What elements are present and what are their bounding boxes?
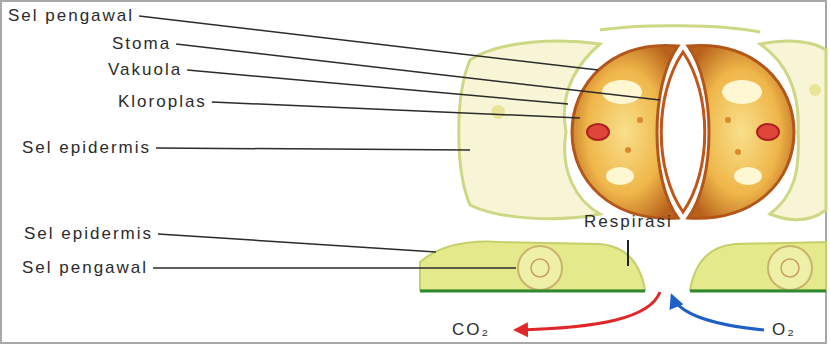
- part-label: Sel epidermis: [22, 138, 151, 158]
- leader-line: [156, 148, 470, 150]
- part-label: Sel pengawal: [8, 6, 134, 26]
- stoma-pore: [661, 52, 705, 212]
- leader-line: [139, 16, 598, 70]
- gas-label: O₂: [772, 320, 796, 340]
- part-label: Sel pengawal: [22, 258, 148, 278]
- gas-label: CO₂: [452, 320, 490, 340]
- leader-line: [176, 44, 660, 100]
- part-label: Vakuola: [108, 60, 182, 80]
- cross-section: [420, 240, 826, 330]
- part-label: Stoma: [112, 34, 171, 54]
- epidermis-cells: [459, 26, 826, 220]
- process-label: Respirasi: [584, 212, 673, 232]
- leader-line: [153, 267, 516, 269]
- respiration-pointer: [627, 240, 629, 266]
- part-label: Sel epidermis: [24, 224, 153, 244]
- part-label: Kloroplas: [118, 92, 207, 112]
- leader-line: [187, 70, 568, 104]
- leader-line: [212, 102, 580, 118]
- guard-cells: [572, 45, 794, 218]
- leader-line: [158, 234, 436, 252]
- frame: [1, 1, 826, 343]
- co2-arrow: [516, 292, 660, 330]
- o2-arrow: [672, 296, 764, 330]
